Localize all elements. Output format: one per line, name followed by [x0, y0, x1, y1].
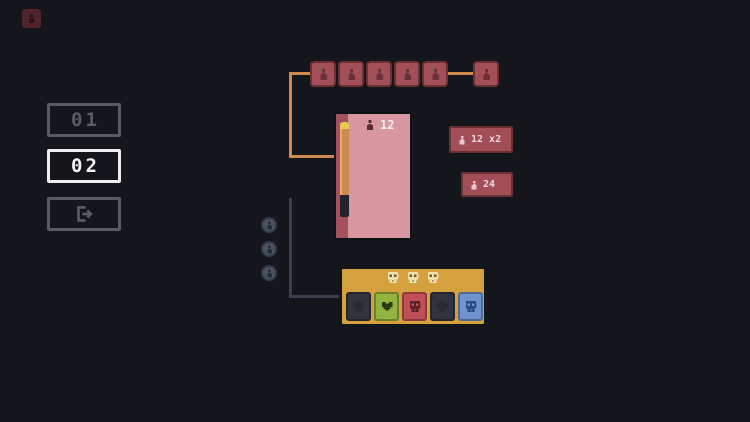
- skull-icon: [427, 272, 439, 283]
- heart-icon: [381, 301, 392, 310]
- tray-slot-skull-blue[interactable]: [458, 292, 483, 321]
- person-icon: [471, 180, 477, 189]
- card-header: 12: [364, 118, 394, 132]
- person-icon: [266, 221, 272, 229]
- unit-badge[interactable]: [338, 61, 364, 87]
- tray-slot-row: [346, 292, 483, 321]
- skull-icon: [409, 300, 420, 312]
- card-count: 12: [380, 118, 395, 132]
- exit-icon: [77, 206, 93, 222]
- pencil-icon: [340, 122, 349, 217]
- person-icon: [266, 269, 272, 277]
- person-icon: [459, 135, 465, 144]
- result-panel: 24: [461, 172, 513, 197]
- tray-slot-empty[interactable]: [430, 292, 455, 321]
- unit-badge-row: [310, 61, 448, 87]
- ghost-unit-token: [261, 217, 277, 233]
- skull-icon: [465, 300, 476, 312]
- multiplier-panel: 12 x2: [449, 126, 513, 153]
- person-icon: [403, 68, 411, 80]
- slot-hole: [353, 301, 364, 312]
- tray-slot-heart[interactable]: [374, 292, 399, 321]
- unit-badge[interactable]: [394, 61, 420, 87]
- skull-indicator-row: [386, 271, 440, 285]
- person-icon: [319, 68, 327, 80]
- skull-icon: [407, 272, 419, 283]
- connector-orange-vertical: [289, 72, 292, 158]
- person-icon: [266, 245, 272, 253]
- level-button-01[interactable]: 01: [47, 103, 121, 137]
- ghost-unit-token: [261, 265, 277, 281]
- person-icon: [367, 119, 373, 131]
- connector-gray-vertical: [289, 198, 292, 298]
- exit-button[interactable]: [47, 197, 121, 231]
- item-tray: [339, 266, 487, 327]
- corner-unit-badge: [22, 9, 41, 28]
- person-icon: [431, 68, 439, 80]
- person-icon: [347, 68, 355, 80]
- unit-badge[interactable]: [366, 61, 392, 87]
- connector-orange-to-card: [289, 155, 337, 158]
- ghost-unit-token: [261, 241, 277, 257]
- tray-slot-skull-red[interactable]: [402, 292, 427, 321]
- level-button-02[interactable]: 02: [47, 149, 121, 183]
- person-icon: [28, 13, 35, 24]
- connector-gray-to-tray: [289, 295, 341, 298]
- slot-hole: [437, 301, 448, 312]
- result-label: 24: [483, 179, 496, 190]
- multiplier-label: 12 x2: [471, 134, 502, 145]
- person-icon: [375, 68, 383, 80]
- tray-slot-empty[interactable]: [346, 292, 371, 321]
- machine-card[interactable]: 12: [334, 112, 412, 240]
- unit-badge[interactable]: [422, 61, 448, 87]
- person-icon: [482, 68, 490, 80]
- unit-badge[interactable]: [310, 61, 336, 87]
- skull-icon: [387, 272, 399, 283]
- connector-orange-row-left: [289, 72, 312, 75]
- connector-orange-row-right: [446, 72, 476, 75]
- unit-badge-output[interactable]: [473, 61, 499, 87]
